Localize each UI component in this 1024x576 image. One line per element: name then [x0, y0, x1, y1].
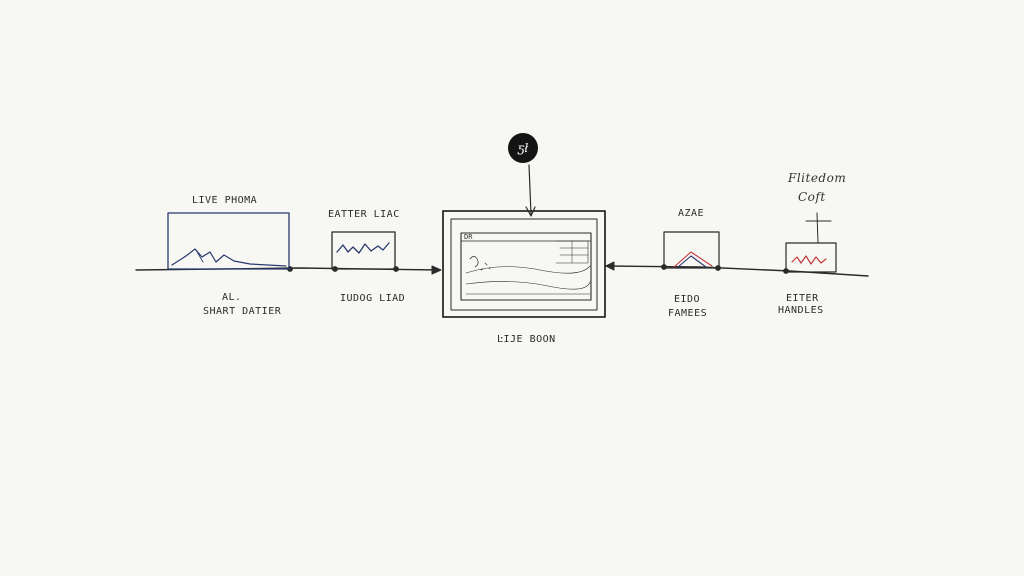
stage-5-waveform-icon — [791, 255, 827, 265]
badge-arrow — [528, 164, 532, 215]
stage-4-bottom-label-2: FAMEES — [668, 308, 708, 319]
stage-4-box — [663, 231, 720, 269]
stage-4-top-label: AZAE — [678, 208, 705, 219]
stage-1-bottom-label-1: AL. — [222, 292, 242, 303]
stage-5-bottom-label-1: EITER — [786, 293, 819, 304]
stage-5-box — [785, 242, 837, 273]
stage-4-bottom-label-1: EIDO — [674, 294, 701, 305]
timeline-arrowhead-left — [605, 261, 615, 271]
stage-1-top-label: LIVE PHOMA — [192, 195, 258, 206]
stage-2-top-label: EATTER LIAC — [328, 209, 400, 220]
viewer-corner-label: DR — [464, 233, 473, 241]
stage-5-top-label-2: Coft — [798, 190, 826, 204]
stage-5-top-label-1: Flitedom — [788, 171, 847, 185]
viewer-screen — [460, 232, 592, 301]
stage-2-bottom-label: IUDOG LIAD — [340, 293, 406, 304]
stage-4-peak-icon — [673, 251, 713, 268]
stage-1-mountains-icon — [171, 248, 287, 267]
viewer-bottom-label: ĿIJE BOON — [497, 334, 556, 345]
sketch-badge: ƽł — [508, 133, 538, 163]
stage-5-bottom-label-2: HANDLES — [778, 305, 824, 316]
stage-2-waveform-icon — [336, 242, 390, 254]
stage-2-box — [331, 231, 396, 270]
timeline-arrowhead-right — [431, 265, 442, 275]
stage-5-crosshair — [805, 212, 832, 244]
stage-1-box — [167, 212, 290, 270]
stage-1-bottom-label-2: SHART DATIER — [203, 306, 282, 317]
timeline-line-right — [605, 265, 869, 277]
viewer-frame-outer — [442, 210, 606, 318]
viewer-frame-inner — [450, 218, 598, 311]
